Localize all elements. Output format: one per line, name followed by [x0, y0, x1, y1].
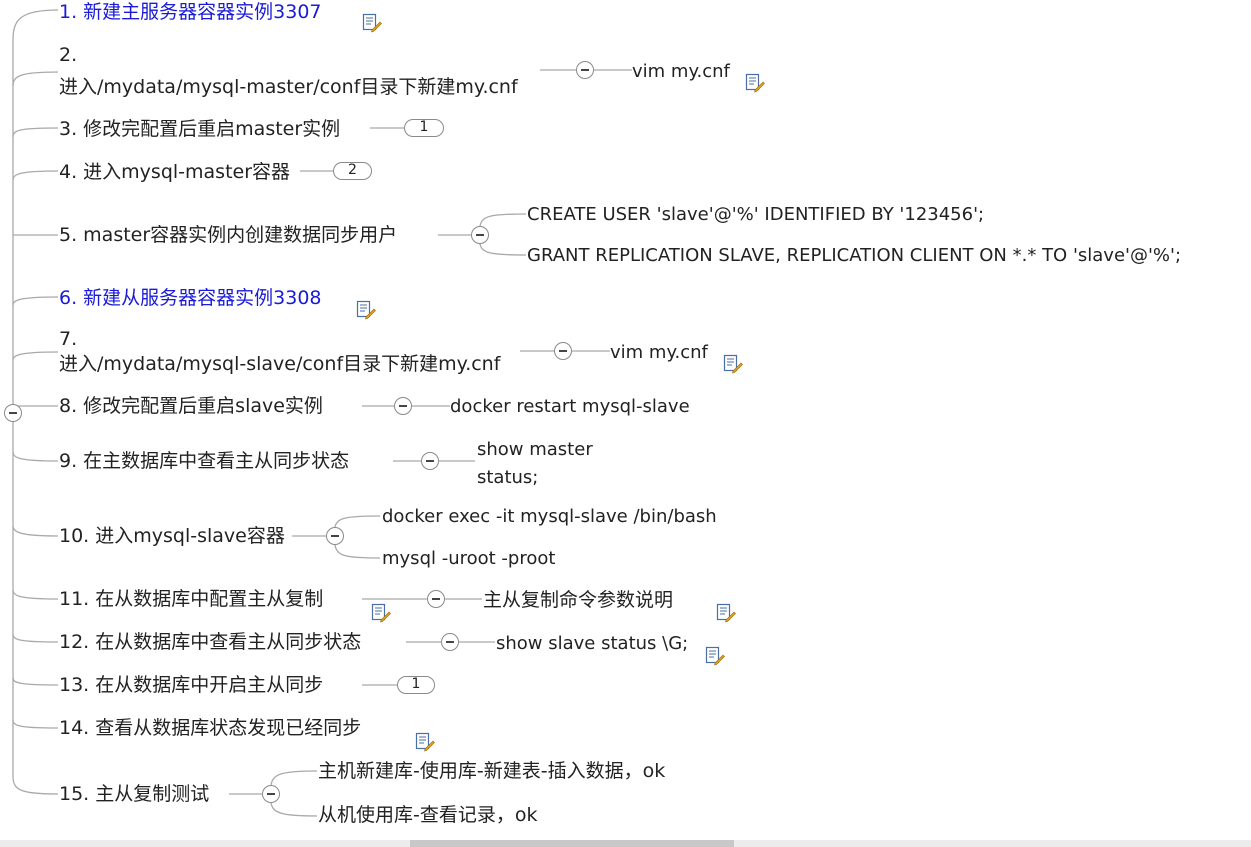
horizontal-scrollbar-thumb[interactable] — [410, 840, 734, 847]
collapse-icon[interactable] — [441, 633, 459, 651]
note-icon[interactable] — [371, 603, 391, 623]
collapse-icon[interactable] — [421, 452, 439, 470]
collapsed-count-badge[interactable]: 1 — [397, 676, 435, 694]
subtopic-10-2[interactable]: mysql -uroot -proot — [382, 548, 556, 569]
topic-8[interactable]: 8. 修改完配置后重启slave实例 — [59, 395, 323, 417]
collapse-icon[interactable] — [262, 785, 280, 803]
subtopic-7-1[interactable]: vim my.cnf — [610, 342, 708, 363]
note-icon[interactable] — [415, 732, 435, 752]
subtopic-12-1[interactable]: show slave status \G; — [496, 633, 689, 654]
topic-1[interactable]: 1. 新建主服务器容器实例3307 — [59, 1, 322, 23]
note-icon[interactable] — [745, 73, 765, 93]
subtopic-5-1[interactable]: CREATE USER 'slave'@'%' IDENTIFIED BY '1… — [527, 204, 985, 225]
subtopic-2-1[interactable]: vim my.cnf — [632, 61, 730, 82]
subtopic-10-1[interactable]: docker exec -it mysql-slave /bin/bash — [382, 506, 717, 527]
subtopic-5-2[interactable]: GRANT REPLICATION SLAVE, REPLICATION CLI… — [527, 245, 1182, 266]
topic-2-number[interactable]: 2. — [59, 44, 78, 66]
root-collapse-toggle[interactable] — [4, 404, 22, 422]
note-icon[interactable] — [356, 300, 376, 320]
collapse-icon[interactable] — [576, 61, 594, 79]
topic-2[interactable]: 进入/mydata/mysql-master/conf目录下新建my.cnf — [59, 76, 518, 98]
topic-9[interactable]: 9. 在主数据库中查看主从同步状态 — [59, 450, 350, 472]
topic-6[interactable]: 6. 新建从服务器容器实例3308 — [59, 287, 322, 309]
collapsed-count-badge[interactable]: 1 — [404, 119, 444, 137]
subtopic-15-1[interactable]: 主机新建库-使用库-新建表-插入数据，ok — [318, 760, 666, 782]
subtopic-11-1[interactable]: 主从复制命令参数说明 — [483, 589, 674, 611]
subtopic-8-1[interactable]: docker restart mysql-slave — [450, 396, 690, 417]
note-icon[interactable] — [723, 354, 743, 374]
subtopic-9-1[interactable]: show master status; — [477, 439, 593, 488]
topic-4[interactable]: 4. 进入mysql-master容器 — [59, 161, 291, 183]
topic-11[interactable]: 11. 在从数据库中配置主从复制 — [59, 588, 324, 610]
note-icon[interactable] — [705, 646, 725, 666]
collapse-icon[interactable] — [394, 397, 412, 415]
topic-14[interactable]: 14. 查看从数据库状态发现已经同步 — [59, 717, 362, 739]
topic-5[interactable]: 5. master容器实例内创建数据同步用户 — [59, 224, 398, 246]
note-icon[interactable] — [362, 13, 382, 33]
collapse-icon[interactable] — [427, 590, 445, 608]
collapse-icon[interactable] — [326, 527, 344, 545]
collapsed-count-badge[interactable]: 2 — [333, 162, 372, 180]
topic-15[interactable]: 15. 主从复制测试 — [59, 783, 210, 805]
topic-3[interactable]: 3. 修改完配置后重启master实例 — [59, 118, 341, 140]
collapse-icon[interactable] — [471, 226, 489, 244]
topic-7[interactable]: 进入/mydata/mysql-slave/conf目录下新建my.cnf — [59, 353, 501, 375]
topic-13[interactable]: 13. 在从数据库中开启主从同步 — [59, 674, 324, 696]
note-icon[interactable] — [716, 603, 736, 623]
topic-12[interactable]: 12. 在从数据库中查看主从同步状态 — [59, 631, 362, 653]
topic-10[interactable]: 10. 进入mysql-slave容器 — [59, 525, 285, 547]
topic-7-number[interactable]: 7. — [59, 328, 78, 350]
collapse-icon[interactable] — [554, 342, 572, 360]
subtopic-15-2[interactable]: 从机使用库-查看记录，ok — [318, 804, 538, 826]
